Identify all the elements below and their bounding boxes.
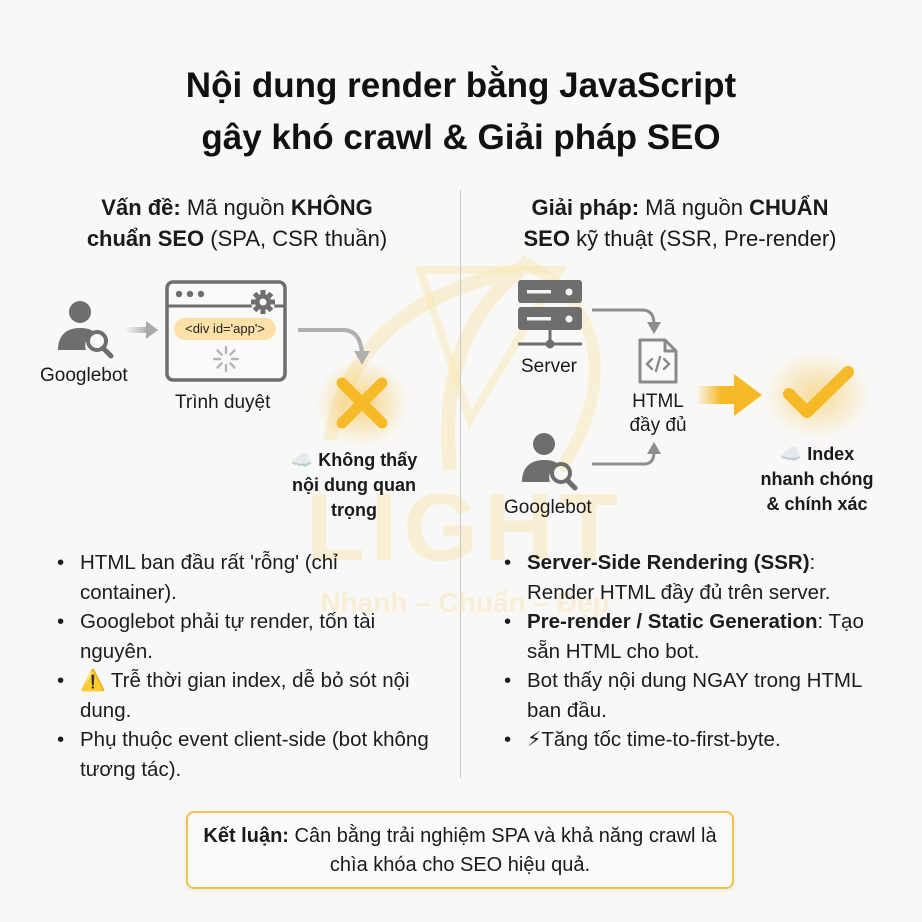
problem-heading-text-2: (SPA, CSR thuần) [204, 226, 388, 251]
solution-heading-bold-2: SEO [523, 226, 570, 251]
googlebot-icon [58, 301, 114, 359]
bullet-text: : Tạo sẵn HTML cho bot. [527, 610, 864, 663]
server-label: Server [521, 356, 577, 377]
solution-heading-text: Mã nguồn [639, 195, 750, 220]
curved-arrow-icon [298, 328, 370, 365]
x-mark-icon [316, 359, 408, 447]
googlebot-label: Googlebot [40, 365, 128, 386]
html-label-line-2: đầy đủ [629, 415, 687, 436]
bullet-text: Phụ thuộc event client-side (bot không t… [80, 728, 429, 781]
bullet-text: Bot thấy nội dung NGAY trong HTML ban đầ… [527, 669, 862, 722]
server-icon [518, 280, 582, 349]
html-file-icon [638, 338, 678, 384]
title-line-2: gây khó crawl & Giải pháp SEO [201, 118, 721, 157]
list-item: Phụ thuộc event client-side (bot không t… [55, 725, 435, 784]
warning-icon: ⚠️ [80, 669, 106, 692]
solution-heading-text-2: kỹ thuật (SSR, Pre-render) [569, 226, 837, 251]
bullet-bold: Server-Side Rendering (SSR) [527, 551, 810, 574]
column-divider [460, 190, 461, 778]
solution-heading-label: Giải pháp: [531, 195, 640, 220]
conclusion-box: Kết luận: Cân bằng trải nghiệm SPA và kh… [186, 811, 734, 889]
server-to-html-arrow-icon [592, 308, 661, 334]
problem-heading-text: Mã nguồn [180, 195, 291, 220]
solution-googlebot-label: Googlebot [504, 497, 592, 518]
problem-result-line-1: ☁️ Không thấy [290, 450, 418, 470]
arrow-right-accent-icon [696, 374, 762, 416]
list-item: Server-Side Rendering (SSR): Render HTML… [502, 548, 882, 607]
solution-result-line-1: ☁️ Index [779, 444, 855, 464]
solution-result-text: ☁️ Index nhanh chóng & chính xác [742, 442, 892, 517]
check-mark-icon [763, 351, 871, 439]
conclusion-label: Kết luận: [203, 825, 289, 847]
bullet-text: : Render HTML đầy đủ trên server. [527, 551, 831, 604]
bullet-text: Trễ thời gian index, dễ bỏ sót nội dung. [80, 669, 410, 722]
bullet-text: Tăng tốc time-to-first-byte. [541, 728, 781, 751]
conclusion-text: Cân bằng trải nghiệm SPA và khả năng cra… [288, 825, 717, 876]
lightning-icon: ⚡ [527, 728, 542, 751]
solution-bullet-list: Server-Side Rendering (SSR): Render HTML… [502, 548, 882, 755]
list-item: Googlebot phải tự render, tốn tài nguyên… [55, 607, 435, 666]
browser-label: Trình duyệt [175, 392, 271, 413]
list-item: Pre-render / Static Generation: Tạo sẵn … [502, 607, 882, 666]
problem-heading-label: Vấn đề: [101, 195, 181, 220]
list-item: ⚠️ Trễ thời gian index, dễ bỏ sót nội du… [55, 666, 435, 725]
googlebot-to-html-arrow-icon [592, 442, 661, 466]
page-title: Nội dung render bằng JavaScript gây khó … [0, 60, 922, 164]
arrow-right-icon [124, 321, 158, 339]
title-line-1: Nội dung render bằng JavaScript [185, 66, 737, 105]
solution-result-line-3: & chính xác [766, 494, 868, 514]
browser-window-icon [165, 280, 287, 382]
bullet-bold: Pre-render / Static Generation [527, 610, 818, 633]
bullet-text: HTML ban đầu rất 'rỗng' (chỉ container). [80, 551, 338, 604]
problem-heading-bold: KHÔNG [290, 195, 373, 220]
problem-bullet-list: HTML ban đầu rất 'rỗng' (chỉ container).… [55, 548, 435, 784]
solution-heading: Giải pháp: Mã nguồn CHUẨN SEO kỹ thuật (… [480, 192, 880, 254]
bullet-text: Googlebot phải tự render, tốn tài nguyên… [80, 610, 376, 663]
problem-result-line-3: trọng [331, 500, 377, 520]
problem-heading-bold-2: chuẩn SEO [86, 226, 205, 251]
problem-result-text: ☁️ Không thấy nội dung quan trọng [270, 448, 438, 523]
code-snippet-badge: <div id='app'> [174, 318, 276, 340]
list-item: ⚡Tăng tốc time-to-first-byte. [502, 725, 882, 755]
problem-result-line-2: nội dung quan [292, 475, 416, 495]
html-full-label: HTML đầy đủ [628, 390, 688, 438]
list-item: Bot thấy nội dung NGAY trong HTML ban đầ… [502, 666, 882, 725]
googlebot-icon [522, 433, 578, 491]
html-label-line-1: HTML [632, 391, 684, 412]
solution-heading-bold: CHUẨN [749, 195, 829, 220]
gear-icon [251, 290, 275, 314]
problem-heading: Vấn đề: Mã nguồn KHÔNG chuẩn SEO (SPA, C… [37, 192, 437, 254]
loading-spinner-icon [212, 345, 240, 373]
list-item: HTML ban đầu rất 'rỗng' (chỉ container). [55, 548, 435, 607]
solution-result-line-2: nhanh chóng [760, 469, 874, 489]
